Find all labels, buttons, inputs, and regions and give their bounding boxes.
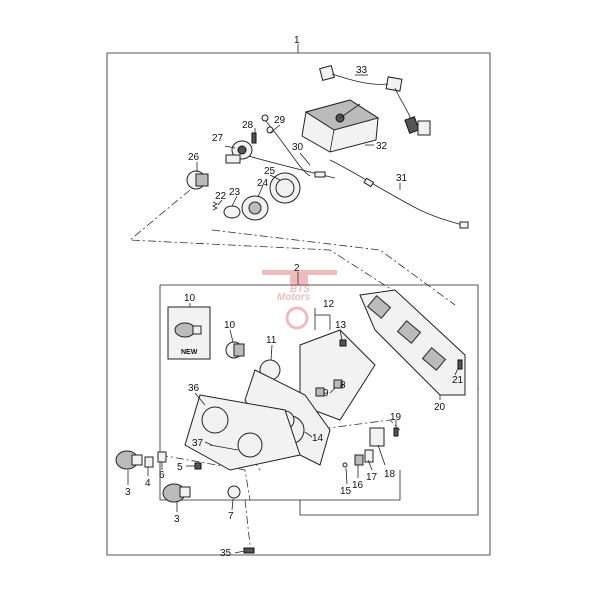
new-part-inset: NEW bbox=[167, 306, 211, 360]
callout-8: 8 bbox=[340, 380, 346, 391]
switch-6 bbox=[157, 451, 167, 463]
watermark-line1: BTS bbox=[290, 284, 310, 295]
callout-21: 21 bbox=[452, 375, 464, 386]
assembly-1-frame bbox=[106, 44, 491, 556]
callout-18: 18 bbox=[384, 469, 396, 480]
callout-13: 13 bbox=[335, 320, 347, 331]
callout-12: 12 bbox=[323, 299, 335, 310]
callout-3b: 3 bbox=[174, 514, 180, 525]
callout-7: 7 bbox=[228, 511, 234, 522]
callout-6: 6 bbox=[159, 470, 165, 481]
screw-21 bbox=[457, 359, 463, 370]
pin-37 bbox=[209, 444, 239, 451]
callout-24: 24 bbox=[257, 178, 269, 189]
callout-15: 15 bbox=[340, 486, 352, 497]
callout-11: 11 bbox=[266, 335, 277, 346]
screw-19 bbox=[393, 427, 399, 437]
assembly-2-frame bbox=[159, 272, 479, 516]
callout-27: 27 bbox=[212, 133, 224, 144]
cable-31 bbox=[329, 159, 469, 229]
harness-33 bbox=[319, 65, 431, 136]
callout-1: 1 bbox=[294, 35, 300, 46]
screw-28 bbox=[251, 132, 257, 144]
callout-5: 5 bbox=[177, 462, 183, 473]
callout-37: 37 bbox=[192, 438, 204, 449]
clip-13 bbox=[339, 339, 347, 347]
bulb-8 bbox=[333, 379, 343, 389]
callout-16: 16 bbox=[352, 480, 364, 491]
lamp-16-17 bbox=[354, 449, 374, 466]
bezel-36 bbox=[184, 394, 301, 471]
bracket-27 bbox=[225, 140, 253, 164]
watermark-logo: BTS Motors bbox=[262, 270, 337, 330]
lamp-18 bbox=[369, 427, 385, 447]
callout-4: 4 bbox=[145, 478, 151, 489]
callout-36: 36 bbox=[188, 383, 200, 394]
knob-24 bbox=[241, 195, 269, 221]
callout-9: 9 bbox=[323, 388, 329, 399]
callout-28: 28 bbox=[242, 120, 254, 131]
knob-10 bbox=[225, 341, 245, 359]
callout-19: 19 bbox=[390, 412, 402, 423]
actuator-32 bbox=[301, 99, 380, 153]
knob-3-b bbox=[162, 483, 191, 503]
dial-25 bbox=[269, 172, 301, 204]
bulb-9 bbox=[315, 387, 325, 397]
clip-5 bbox=[194, 462, 202, 470]
callout-25: 25 bbox=[264, 166, 276, 177]
switch-4 bbox=[144, 456, 154, 468]
screw-35 bbox=[243, 547, 255, 554]
callout-23: 23 bbox=[229, 187, 241, 198]
callout-2: 2 bbox=[294, 263, 300, 274]
callout-10-inset: 10 bbox=[184, 293, 196, 304]
leader-lines bbox=[127, 74, 459, 554]
back-housing-20 bbox=[359, 289, 466, 396]
callout-33: 33 bbox=[356, 65, 368, 76]
knob-7 bbox=[227, 485, 241, 499]
gear-23 bbox=[223, 205, 241, 219]
callout-14: 14 bbox=[312, 433, 324, 444]
callout-32: 32 bbox=[376, 141, 388, 152]
new-label: NEW bbox=[181, 349, 198, 356]
watermark-line2: Motors bbox=[277, 292, 311, 303]
callout-30: 30 bbox=[292, 142, 304, 153]
knob-3-a bbox=[115, 450, 143, 470]
callout-31: 31 bbox=[396, 173, 408, 184]
callout-35: 35 bbox=[220, 548, 232, 559]
spring-22 bbox=[212, 201, 218, 211]
callout-20: 20 bbox=[434, 402, 446, 413]
callout-17: 17 bbox=[366, 472, 378, 483]
pin-15 bbox=[342, 462, 348, 468]
knob-26 bbox=[186, 170, 209, 190]
cable-30 bbox=[244, 154, 336, 179]
callout-10: 10 bbox=[224, 320, 236, 331]
callout-29: 29 bbox=[274, 115, 286, 126]
callout-26: 26 bbox=[188, 152, 200, 163]
callout-labels: 1 2 33 32 29 28 27 30 31 26 25 24 23 22 … bbox=[125, 35, 464, 559]
callout-3a: 3 bbox=[125, 487, 131, 498]
callout-22: 22 bbox=[215, 191, 227, 202]
